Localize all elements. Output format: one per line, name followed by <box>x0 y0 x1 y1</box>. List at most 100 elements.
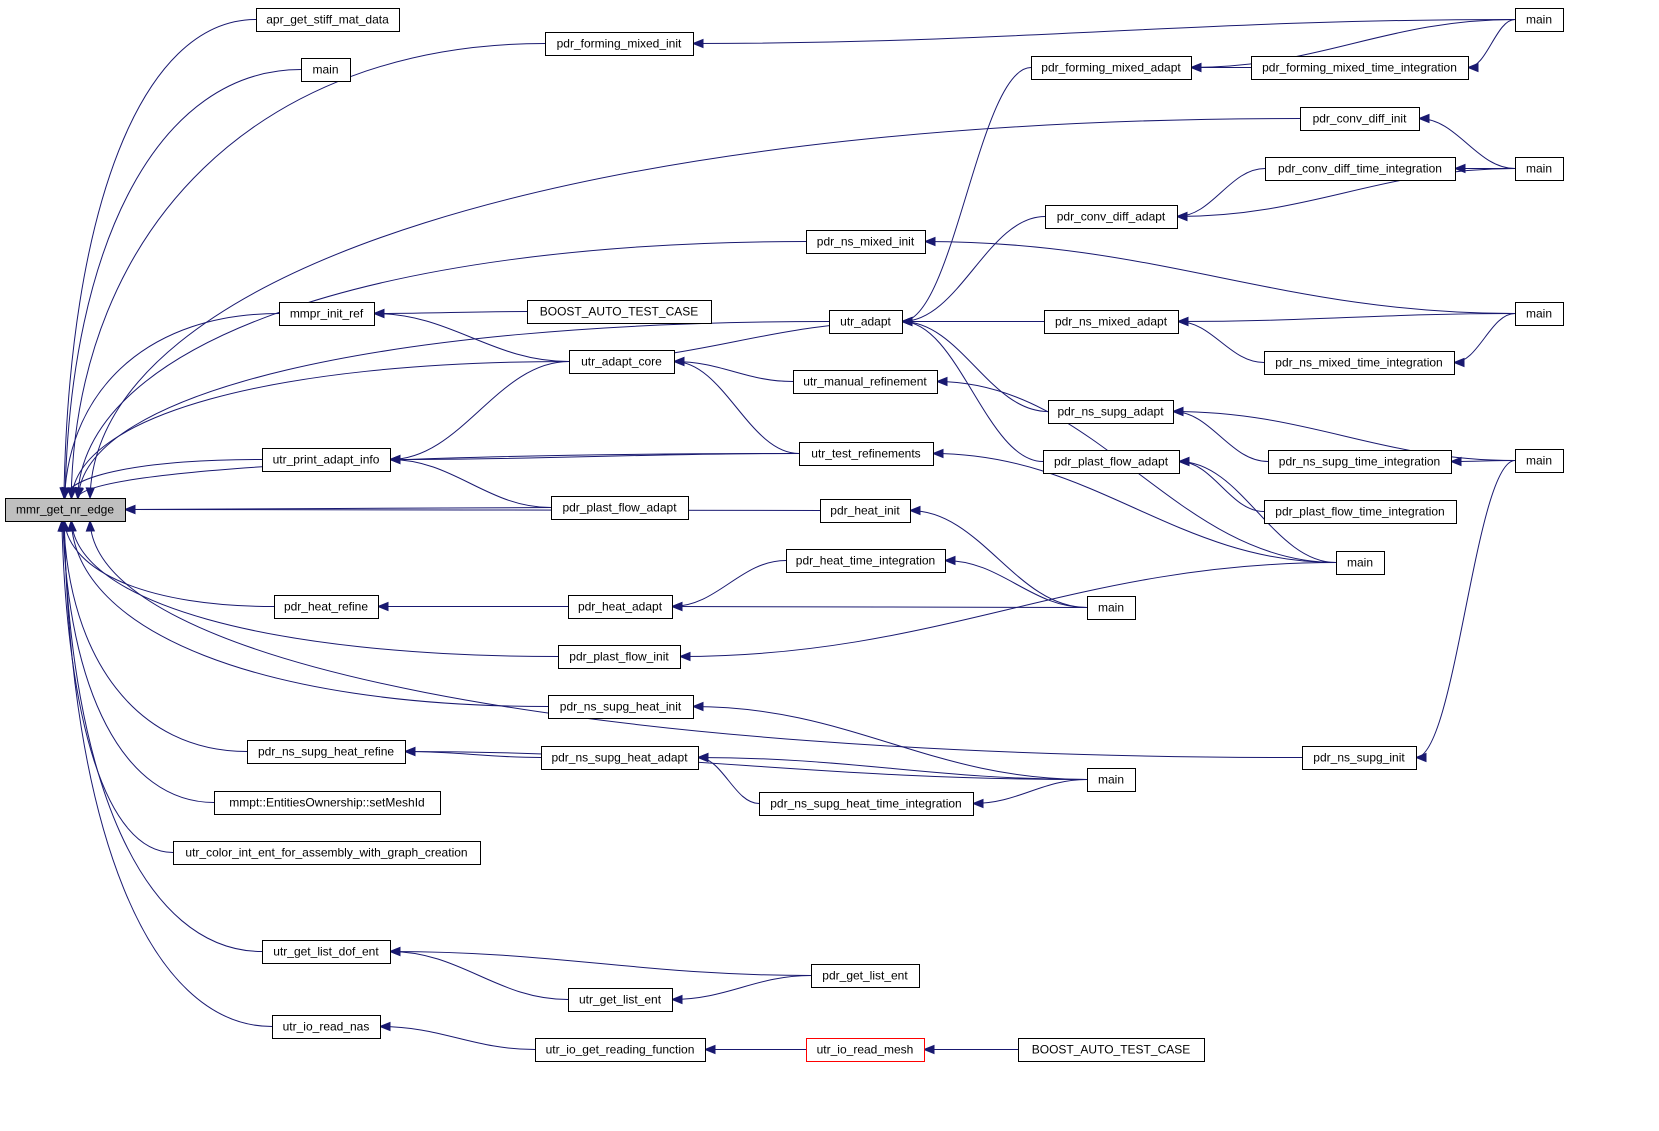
edge-arrowhead <box>908 505 921 516</box>
node-pdr-get-list-ent[interactable]: pdr_get_list_ent <box>811 964 920 988</box>
node-label: pdr_ns_mixed_adapt <box>1055 315 1168 329</box>
node-main[interactable]: main <box>301 58 351 82</box>
node-box <box>548 695 694 719</box>
node-utr-adapt[interactable]: utr_adapt <box>829 310 903 334</box>
edge-pdr-plast-flow-adapt-to-utr-print-adapt-info <box>389 459 552 508</box>
node-pdr-ns-mixed-init[interactable]: pdr_ns_mixed_init <box>806 230 926 254</box>
node-pdr-heat-refine[interactable]: pdr_heat_refine <box>274 595 379 619</box>
node-main[interactable]: main <box>1087 768 1136 792</box>
node-pdr-plast-flow-adapt[interactable]: pdr_plast_flow_adapt <box>551 496 689 520</box>
node-pdr-ns-supg-heat-init[interactable]: pdr_ns_supg_heat_init <box>548 695 694 719</box>
node-utr-get-list-ent[interactable]: utr_get_list_ent <box>568 988 673 1012</box>
edge-main-to-pdr-ns-mixed-init <box>924 241 1516 314</box>
node-label: main <box>1526 162 1552 176</box>
node-label: main <box>1347 556 1373 570</box>
node-label: mmr_get_nr_edge <box>16 503 114 517</box>
node-label: pdr_heat_init <box>830 504 900 518</box>
node-box <box>1515 449 1564 473</box>
node-pdr-ns-supg-heat-refine[interactable]: pdr_ns_supg_heat_refine <box>247 740 406 764</box>
edge-arrowhead <box>696 752 709 763</box>
node-label: utr_test_refinements <box>811 447 920 461</box>
node-main[interactable]: main <box>1336 551 1385 575</box>
node-boost-auto-test-case[interactable]: BOOST_AUTO_TEST_CASE <box>527 300 712 324</box>
node-utr-color-int-ent-for-assembly-with-graph-creation[interactable]: utr_color_int_ent_for_assembly_with_grap… <box>173 841 481 865</box>
node-pdr-heat-adapt[interactable]: pdr_heat_adapt <box>568 595 673 619</box>
edge-main-to-pdr-ns-supg-heat-refine <box>404 751 1088 780</box>
node-box <box>793 370 938 394</box>
node-pdr-ns-supg-heat-adapt[interactable]: pdr_ns_supg_heat_adapt <box>541 746 699 770</box>
node-pdr-ns-supg-time-integration[interactable]: pdr_ns_supg_time_integration <box>1268 450 1452 474</box>
node-utr-manual-refinement[interactable]: utr_manual_refinement <box>793 370 938 394</box>
node-main[interactable]: main <box>1515 302 1564 326</box>
edge-arrowhead <box>935 376 948 387</box>
node-box <box>1515 302 1564 326</box>
node-label: pdr_forming_mixed_init <box>557 37 682 51</box>
edge-main-to-pdr-ns-supg-heat-adapt <box>697 757 1088 780</box>
node-box <box>1044 310 1179 334</box>
node-mmr-get-nr-edge[interactable]: mmr_get_nr_edge <box>5 498 126 522</box>
node-pdr-plast-flow-adapt[interactable]: pdr_plast_flow_adapt <box>1043 450 1180 474</box>
node-pdr-heat-init[interactable]: pdr_heat_init <box>820 499 911 523</box>
node-pdr-ns-supg-init[interactable]: pdr_ns_supg_init <box>1302 746 1417 770</box>
node-apr-get-stiff-mat-data[interactable]: apr_get_stiff_mat_data <box>256 8 400 32</box>
node-label: pdr_ns_supg_time_integration <box>1279 455 1440 469</box>
node-box <box>1031 56 1192 80</box>
edge-main-to-pdr-forming-mixed-time-integration <box>1467 19 1516 68</box>
edge-utr-test-refinements-to-utr-print-adapt-info <box>389 453 800 460</box>
edge-pdr-heat-refine-to-mmr-get-nr-edge <box>63 520 275 607</box>
node-box <box>829 310 903 334</box>
edge-arrowhead <box>1453 163 1466 174</box>
node-pdr-forming-mixed-adapt[interactable]: pdr_forming_mixed_adapt <box>1031 56 1192 80</box>
node-pdr-conv-diff-time-integration[interactable]: pdr_conv_diff_time_integration <box>1265 157 1456 181</box>
node-label: utr_get_list_dof_ent <box>273 945 379 959</box>
edge-utr-test-refinements-to-utr-adapt-core <box>673 361 800 454</box>
node-main[interactable]: main <box>1515 8 1564 32</box>
node-boost-auto-test-case[interactable]: BOOST_AUTO_TEST_CASE <box>1018 1038 1205 1062</box>
node-utr-io-read-nas[interactable]: utr_io_read_nas <box>272 1015 381 1039</box>
node-label: main <box>1526 307 1552 321</box>
edge-arrowhead <box>691 38 704 49</box>
edge-arrowhead <box>1417 113 1430 124</box>
edge-main-to-pdr-forming-mixed-init <box>692 19 1516 44</box>
node-box <box>820 499 911 523</box>
edge-main-to-pdr-ns-supg-heat-time-integration <box>972 779 1088 804</box>
node-mmpt-entitiesownership-setmeshid[interactable]: mmpt::EntitiesOwnership::setMeshId <box>214 791 441 815</box>
node-pdr-ns-mixed-time-integration[interactable]: pdr_ns_mixed_time_integration <box>1264 351 1455 375</box>
edge-arrowhead <box>1176 316 1189 327</box>
node-utr-io-read-mesh[interactable]: utr_io_read_mesh <box>806 1038 925 1062</box>
edge-arrowhead <box>388 454 401 465</box>
node-box <box>1251 56 1469 80</box>
node-main[interactable]: main <box>1515 157 1564 181</box>
node-pdr-ns-supg-heat-time-integration[interactable]: pdr_ns_supg_heat_time_integration <box>759 792 974 816</box>
node-utr-io-get-reading-function[interactable]: utr_io_get_reading_function <box>535 1038 706 1062</box>
node-utr-test-refinements[interactable]: utr_test_refinements <box>799 442 934 466</box>
node-pdr-forming-mixed-init[interactable]: pdr_forming_mixed_init <box>545 32 694 56</box>
edge-pdr-heat-time-integration-to-pdr-heat-adapt <box>671 560 787 607</box>
node-utr-adapt-core[interactable]: utr_adapt_core <box>569 350 675 374</box>
edge-main-to-pdr-plast-flow-init <box>679 562 1337 657</box>
node-label: pdr_plast_flow_time_integration <box>1275 505 1444 519</box>
edge-arrowhead <box>74 486 85 500</box>
node-label: main <box>1098 601 1124 615</box>
edge-arrowhead <box>670 601 683 612</box>
node-pdr-conv-diff-init[interactable]: pdr_conv_diff_init <box>1300 107 1420 131</box>
node-pdr-ns-mixed-adapt[interactable]: pdr_ns_mixed_adapt <box>1044 310 1179 334</box>
node-pdr-heat-time-integration[interactable]: pdr_heat_time_integration <box>786 549 946 573</box>
edge-utr-adapt-core-to-mmr-get-nr-edge <box>71 361 570 499</box>
edge-arrowhead <box>123 504 136 515</box>
node-pdr-conv-diff-adapt[interactable]: pdr_conv_diff_adapt <box>1045 205 1178 229</box>
node-utr-print-adapt-info[interactable]: utr_print_adapt_info <box>262 448 391 472</box>
node-pdr-ns-supg-adapt[interactable]: pdr_ns_supg_adapt <box>1048 400 1174 424</box>
node-pdr-forming-mixed-time-integration[interactable]: pdr_forming_mixed_time_integration <box>1251 56 1469 80</box>
node-mmpr-init-ref[interactable]: mmpr_init_ref <box>279 302 375 326</box>
node-pdr-plast-flow-time-integration[interactable]: pdr_plast_flow_time_integration <box>1264 500 1457 524</box>
node-box <box>759 792 974 816</box>
node-utr-get-list-dof-ent[interactable]: utr_get_list_dof_ent <box>262 940 391 964</box>
node-pdr-plast-flow-init[interactable]: pdr_plast_flow_init <box>558 645 681 669</box>
edge-utr-get-list-dof-ent-to-mmr-get-nr-edge <box>63 520 263 952</box>
node-label: pdr_conv_diff_time_integration <box>1278 162 1442 176</box>
node-main[interactable]: main <box>1087 596 1136 620</box>
node-main[interactable]: main <box>1515 449 1564 473</box>
edge-utr-io-get-reading-function-to-utr-io-read-nas <box>379 1026 536 1050</box>
